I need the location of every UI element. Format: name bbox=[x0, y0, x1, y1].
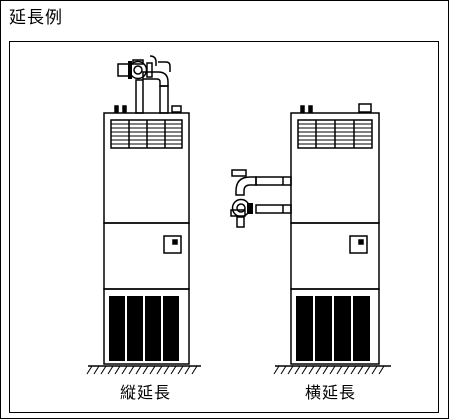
unit-right-lower-body bbox=[290, 288, 380, 365]
drawing-border bbox=[9, 41, 439, 413]
unit-right-middle-body bbox=[290, 222, 380, 290]
unit-left-lower-body bbox=[103, 288, 190, 365]
caption-vertical-extension: 縦延長 bbox=[120, 383, 172, 402]
caption-horizontal-extension: 横延長 bbox=[305, 383, 357, 402]
unit-right-ground bbox=[273, 365, 391, 375]
unit-right bbox=[230, 103, 391, 375]
unit-left bbox=[86, 55, 201, 375]
unit-right-upper-grille bbox=[297, 119, 373, 149]
unit-right-horizontal-extension-pipes bbox=[230, 169, 292, 228]
unit-left-vertical-extension-pipes bbox=[117, 55, 171, 114]
unit-right-lower-louvres bbox=[296, 296, 370, 361]
figure-title: 延長例 bbox=[9, 8, 63, 28]
unit-left-control-panel bbox=[163, 235, 182, 254]
unit-left-lower-louvres bbox=[109, 296, 179, 361]
unit-left-upper-grille bbox=[110, 119, 183, 149]
unit-left-ground bbox=[86, 365, 201, 375]
unit-right-top-fittings bbox=[300, 103, 372, 113]
unit-left-middle-body bbox=[103, 222, 190, 290]
unit-left-top-fittings bbox=[114, 105, 182, 113]
unit-right-control-panel bbox=[349, 235, 368, 254]
